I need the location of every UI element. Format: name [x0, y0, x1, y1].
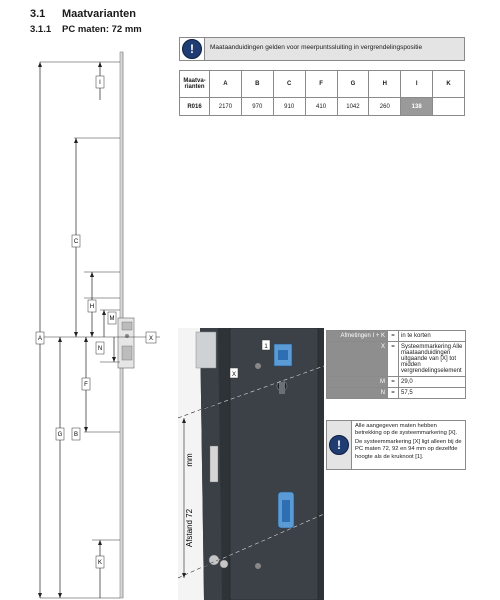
legend-value: in te korten — [398, 330, 466, 342]
column-header: F — [304, 70, 338, 98]
table-cell: 2170 — [209, 97, 242, 116]
table-row: R016 2170 970 910 410 1042 260 138 — [179, 97, 465, 116]
legend-table: Afmetingen I + K = in te korten X = Syst… — [326, 330, 466, 399]
info-banner: ! Maataanduidingen gelden voor meerpunts… — [179, 37, 465, 61]
legend-row: N = 57,5 — [326, 387, 466, 399]
table-cell: 410 — [304, 97, 338, 116]
row-label: R016 — [179, 97, 210, 116]
column-header: A — [209, 70, 242, 98]
subsection-title: PC maten: 72 mm — [62, 24, 142, 35]
column-header: B — [240, 70, 274, 98]
table-cell: 970 — [240, 97, 274, 116]
note-box: ! Alle aangegeven maten hebben betrekkin… — [326, 420, 466, 470]
dim-label-x: X — [149, 336, 153, 342]
table-cell-highlighted: 138 — [400, 97, 434, 116]
dim-label-i: I — [99, 80, 101, 86]
table-cell: 1042 — [336, 97, 370, 116]
legend-value: 57,5 — [398, 387, 466, 399]
axis-label: Afstand 72 — [185, 508, 194, 547]
dim-label-a: A — [38, 336, 42, 342]
dimension-drawing: I C H M N F A G B K X — [35, 51, 160, 599]
lock-photo: 1 X mm Afstand 72 — [178, 328, 324, 600]
info-icon: ! — [182, 39, 202, 59]
dim-label-h: H — [90, 304, 94, 310]
dim-label-n: N — [98, 346, 102, 352]
marker-1: 1 — [264, 344, 268, 350]
table-cell: 910 — [272, 97, 306, 116]
dim-label-g: G — [58, 432, 63, 438]
note-line: Alle aangegeven maten hebben betrekking … — [355, 423, 458, 437]
section-number: 3.1 — [30, 8, 46, 20]
legend-key: Afmetingen I + K — [326, 330, 388, 342]
table-header-label: Maatva- rianten — [179, 70, 210, 98]
section-title: Maatvarianten — [62, 8, 136, 20]
table-header-row: Maatva- rianten A B C F G H I K — [179, 70, 465, 98]
dim-label-b: B — [74, 432, 78, 438]
legend-key: X — [326, 341, 388, 377]
dim-label-k: K — [98, 560, 102, 566]
info-icon: ! — [329, 435, 349, 455]
subsection-number: 3.1.1 — [30, 24, 52, 35]
dim-label-m: M — [110, 316, 115, 322]
legend-key: M — [326, 376, 388, 388]
note-line: De systeemmarkering [X] ligt alleen bij … — [355, 438, 462, 460]
column-header: G — [336, 70, 370, 98]
legend-key: N — [326, 387, 388, 399]
table-cell — [432, 97, 465, 116]
dim-label-f: F — [84, 382, 88, 388]
legend-row: M = 29,0 — [326, 376, 466, 388]
legend-row: X = Systeemmarkering Alle maataanduiding… — [326, 341, 466, 377]
banner-text: Maataanduidingen gelden voor meerpuntssl… — [210, 44, 423, 51]
legend-row: Afmetingen I + K = in te korten — [326, 330, 466, 342]
size-table: Maatva- rianten A B C F G H I K R016 217… — [179, 70, 465, 116]
legend-value: Systeemmarkering Alle maataanduidingen u… — [398, 341, 466, 377]
column-header: K — [432, 70, 465, 98]
dim-label-c: C — [74, 239, 79, 245]
column-header: C — [272, 70, 306, 98]
column-header: H — [368, 70, 402, 98]
legend-value: 29,0 — [398, 376, 466, 388]
column-header: I — [400, 70, 434, 98]
note-text: Alle aangegeven maten hebben betrekking … — [355, 423, 463, 462]
table-cell: 260 — [368, 97, 402, 116]
unit-label: mm — [185, 453, 194, 467]
marker-x: X — [232, 372, 236, 378]
